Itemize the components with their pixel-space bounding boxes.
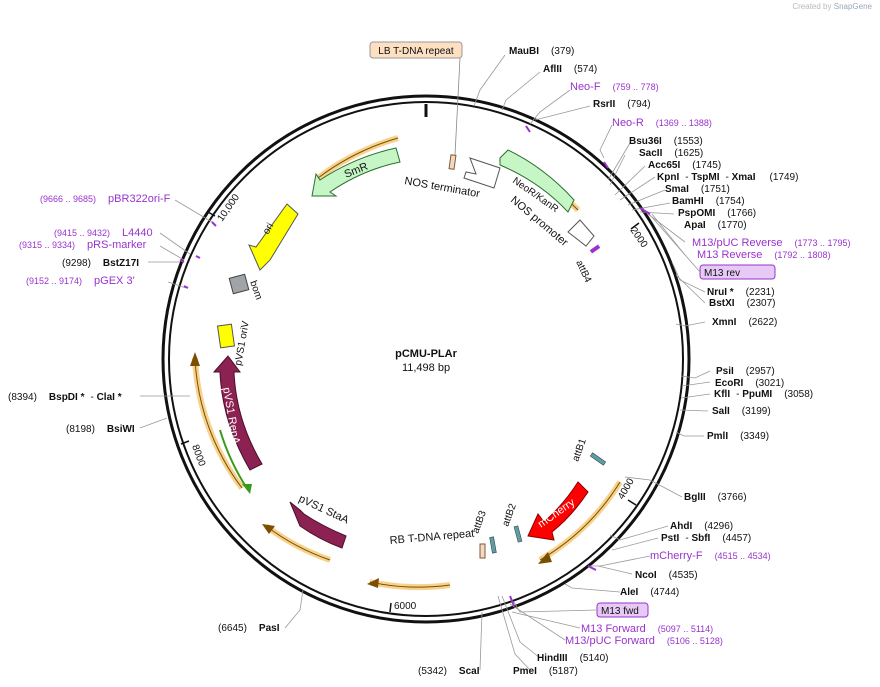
feature-attb2 — [513, 525, 523, 543]
feature-ori-label: ori — [261, 221, 276, 236]
orange-arcs — [190, 135, 623, 591]
primer-neo-f: Neo-F(759 .. 778) — [570, 81, 659, 93]
site-nrui: NruI *(2231) — [707, 287, 775, 298]
m13-rev-box: M13 rev — [699, 264, 776, 280]
feature-repa — [212, 355, 263, 471]
site-ahdi: AhdI(4296) — [670, 521, 733, 532]
feature-bom — [228, 273, 250, 295]
site-pmli: PmlI(3349) — [707, 431, 769, 442]
site-smai: SmaI(1751) — [665, 184, 730, 195]
feature-smr-label: SmR — [343, 160, 370, 180]
primer-l4440: (9415 .. 9432)L4440 — [54, 227, 153, 239]
primer-marks — [179, 125, 651, 607]
site-pmei: PmeI(5187) — [513, 666, 578, 677]
primer-m13-reverse: M13 Reverse(1792 .. 1808) — [697, 249, 830, 261]
right-site-labels: MauBI(379) AflII(574) RsrII(794) Bsu36I(… — [218, 46, 813, 677]
site-psii: PsiI(2957) — [716, 366, 775, 377]
site-aflii: AflII(574) — [543, 64, 597, 75]
feature-staa — [289, 501, 347, 549]
feature-neor — [499, 149, 575, 213]
primer-m13-forward: M13 Forward(5097 .. 5114) — [581, 623, 713, 635]
site-apai: ApaI(1770) — [684, 220, 747, 231]
tick-marks: 2000 4000 6000 8000 10,000 — [180, 192, 650, 613]
tick-label-6000: 6000 — [394, 601, 417, 612]
primer-mcherry-f: mCherry-F(4515 .. 4534) — [650, 550, 771, 562]
feature-oriv-label: pVS1 oriV — [233, 320, 252, 367]
plasmid-name: pCMU-PLAr — [395, 348, 457, 360]
site-sacii: SacII(1625) — [639, 148, 703, 159]
feature-rb-marker — [479, 543, 486, 559]
feature-mcherry — [527, 481, 589, 541]
feature-attb1 — [589, 452, 607, 466]
feature-ori — [248, 203, 299, 271]
site-xmni: XmnI(2622) — [712, 317, 777, 328]
tick-label-2000: 2000 — [628, 225, 650, 250]
site-sali: SalI(3199) — [712, 406, 771, 417]
site-bamhi: BamHI(1754) — [672, 196, 745, 207]
feature-lb-marker — [448, 154, 457, 170]
site-maubi: MauBI(379) — [509, 46, 574, 57]
primer-neo-r: Neo-R(1369 .. 1388) — [612, 117, 712, 129]
primer-m13-puc-reverse: M13/pUC Reverse(1773 .. 1795) — [692, 237, 851, 249]
site-kpni: KpnI- TspMI- XmaI(1749) — [657, 172, 798, 183]
svg-text:M13 rev: M13 rev — [704, 268, 740, 279]
feature-attb2-label: attB2 — [500, 502, 518, 528]
site-bglii: BglII(3766) — [684, 492, 747, 503]
site-scai: (5342)ScaI — [418, 666, 480, 677]
site-bsu36i: Bsu36I(1553) — [629, 136, 703, 147]
site-bsiwi: (8198)BsiWI — [66, 424, 135, 435]
primer-m13-puc-forward: M13/pUC Forward(5106 .. 5128) — [565, 635, 723, 647]
site-psti: PstI- SbfI(4457) — [661, 533, 751, 544]
snapgene-brand: SnapGene — [833, 2, 872, 11]
site-ecori: EcoRI(3021) — [715, 378, 784, 389]
site-bspdi: (8394)BspDI *- ClaI * — [8, 392, 122, 403]
feature-oriv — [216, 323, 236, 349]
backbone — [161, 94, 691, 624]
primer-prs-marker: (9315 .. 9334)pRS-marker — [19, 239, 147, 251]
site-kfli: KflI- PpuMI(3058) — [714, 389, 813, 400]
m13-fwd-box: M13 fwd — [596, 602, 649, 618]
site-bstz17i: (9298)BstZ17I — [62, 258, 139, 269]
site-rsrii: RsrII(794) — [593, 99, 651, 110]
feature-bom-label: bom — [247, 279, 264, 301]
feature-attb3 — [489, 536, 497, 554]
primer-labels: Neo-F(759 .. 778) Neo-R(1369 .. 1388) M1… — [19, 81, 851, 647]
feature-attb4 — [589, 244, 601, 254]
feature-attb4-label: attB4 — [573, 259, 593, 285]
snapgene-credit: Created by SnapGene — [792, 2, 872, 11]
tick-label-4000: 4000 — [616, 476, 637, 501]
site-pspomi: PspOMI(1766) — [678, 208, 756, 219]
site-acc65i: Acc65I(1745) — [648, 160, 721, 171]
feature-nos-promoter — [567, 219, 595, 247]
site-alei: AleI(4744) — [620, 587, 679, 598]
left-site-labels: (9298)BstZ17I (8394)BspDI *- ClaI * (819… — [8, 258, 139, 435]
plasmid-length: 11,498 bp — [402, 362, 450, 374]
site-bstxi: BstXI(2307) — [709, 298, 775, 309]
primer-pgex-3: (9152 .. 9174)pGEX 3' — [26, 275, 135, 287]
lb-box: LB T-DNA repeat — [369, 41, 463, 156]
site-ncoi: NcoI(4535) — [635, 570, 698, 581]
site-pasi: (6645)PasI — [218, 623, 280, 634]
feature-nos-terminator — [463, 157, 501, 189]
feature-smr — [311, 147, 401, 197]
feature-attb1-label: attB1 — [570, 437, 588, 463]
site-hindiii: HindIII(5140) — [537, 653, 608, 664]
svg-text:M13 fwd: M13 fwd — [601, 606, 639, 617]
primer-pbr322ori-f: (9666 .. 9685)pBR322ori-F — [40, 193, 171, 205]
svg-text:LB T-DNA repeat: LB T-DNA repeat — [378, 46, 454, 57]
feature-rb-label: RB T-DNA repeat — [389, 528, 475, 547]
